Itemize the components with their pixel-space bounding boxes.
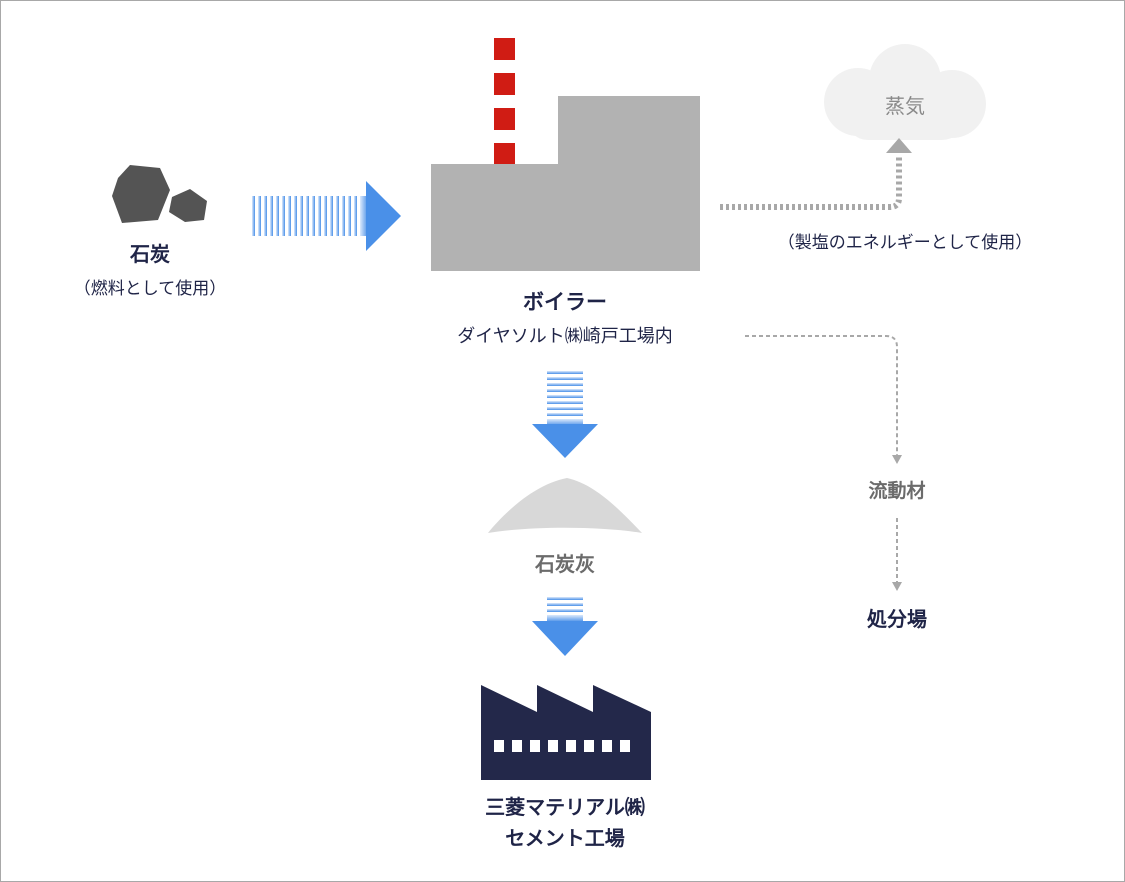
boiler-location: ダイヤソルト㈱崎戸工場内 [457, 326, 673, 347]
boiler-icon [431, 96, 700, 271]
arrow-fluid-to-disposal [892, 518, 902, 591]
arrow-boiler-to-ash [532, 371, 598, 458]
arrow-boiler-to-steam [720, 138, 912, 210]
factory-icon [481, 685, 651, 780]
coal-label: 石炭 [130, 242, 170, 266]
ash-label: 石炭灰 [535, 552, 595, 576]
chimney-icon [494, 38, 515, 165]
ash-pile-icon [488, 478, 642, 533]
fluid-material-label: 流動材 [868, 480, 926, 502]
arrow-ash-to-factory [532, 597, 598, 656]
arrow-boiler-to-fluid-material [745, 335, 902, 464]
disposal-label: 処分場 [867, 607, 927, 631]
arrow-coal-to-boiler [252, 181, 401, 251]
boiler-label: ボイラー [523, 290, 607, 314]
steam-note: （製塩のエネルギーとして使用） [777, 233, 1033, 253]
cloud-icon [824, 44, 986, 140]
coal-note: （燃料として使用） [73, 279, 227, 299]
cement-plant-label: セメント工場 [505, 826, 625, 850]
cement-company-label: 三菱マテリアル㈱ [485, 795, 645, 819]
steam-label: 蒸気 [885, 94, 925, 118]
coal-icon [112, 165, 207, 223]
